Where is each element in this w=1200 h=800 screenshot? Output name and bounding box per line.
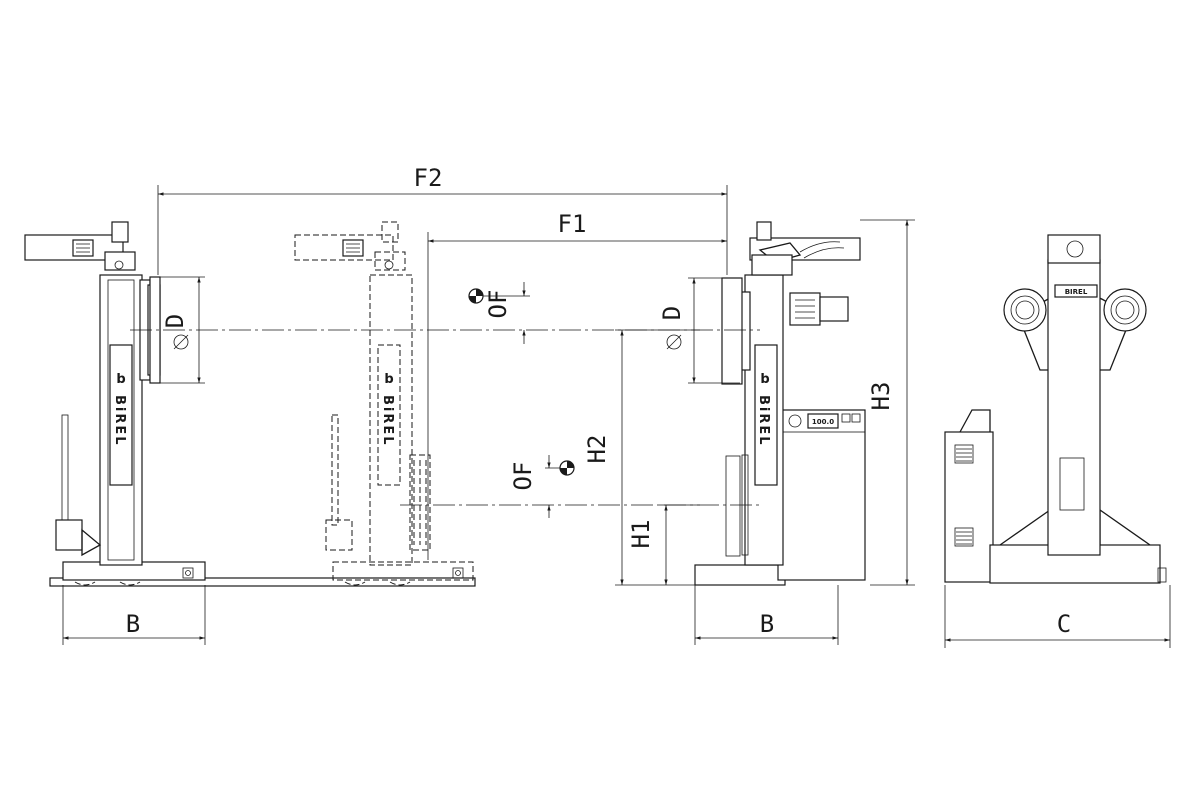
dimension-label-h3: H3 (867, 382, 895, 411)
brand-name-left: BiREL (112, 395, 127, 447)
control-display-value: 100.0 (812, 418, 834, 426)
logo-letter-left: b (116, 372, 127, 387)
tailstock-middle: b BiREL (294, 221, 431, 566)
dimension-lines (62, 185, 1171, 648)
logo-letter-middle: b (384, 372, 395, 387)
dimension-label-h2: H2 (583, 435, 611, 464)
base-rail (49, 561, 476, 587)
center-of-gravity-symbol-upper (468, 288, 484, 304)
control-display (807, 413, 839, 429)
logo-letter-right: b (760, 372, 771, 387)
faceplate-right (666, 334, 682, 350)
tailstock-left: b BiREL (24, 221, 161, 566)
side-view: BIREL (944, 234, 1167, 584)
headstock-right: 100.0 b BiREL (694, 221, 866, 586)
center-of-gravity-symbol-lower (559, 460, 575, 476)
dimension-label-f1: F1 (558, 210, 587, 238)
dimension-label-h1: H1 (627, 520, 655, 549)
dimension-label-b-left: B (126, 610, 140, 638)
dimension-label-f2: F2 (414, 164, 443, 192)
dimension-label-d-left: D (161, 314, 189, 328)
dimension-label-c: C (1057, 610, 1071, 638)
brand-name-middle: BiREL (380, 395, 395, 447)
side-view-badge: BIREL (1065, 288, 1088, 296)
brand-name-right: BiREL (756, 395, 771, 447)
dimension-label-d-right: D (658, 306, 686, 320)
dimension-label-of-lower: OF (509, 462, 537, 491)
dimension-label-b-right: B (760, 610, 774, 638)
center-lines (130, 329, 760, 506)
dimension-label-of-upper: OF (484, 290, 512, 319)
